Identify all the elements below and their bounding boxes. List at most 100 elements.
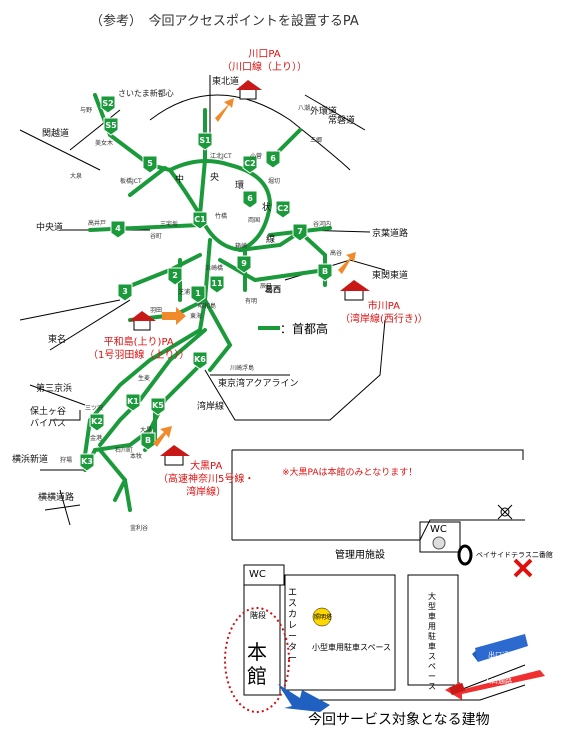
route-shield-icon [317, 263, 333, 282]
road-daisan-keihin: 第三京浜 [36, 384, 73, 394]
route-shield-icon [100, 95, 116, 114]
svg-text:川崎浮島: 川崎浮島 [230, 364, 254, 372]
route-shield-icon [209, 275, 225, 294]
road-hodogaya: 保土ヶ谷 [30, 407, 67, 417]
road-kan-kanji: 環 [235, 181, 245, 191]
svg-text:江北JCT: 江北JCT [210, 152, 232, 160]
road-jo-kanji: 状 [262, 203, 272, 213]
svg-text:八潮: 八潮 [298, 104, 310, 112]
legend-label: ：首都高 [280, 322, 329, 336]
svg-text:本牧: 本牧 [130, 452, 142, 460]
bayside-label: ベイサイドテラス二番館 [476, 551, 553, 559]
svg-text:1: 1 [195, 289, 201, 298]
road-chuo: 中央道 [36, 223, 64, 233]
arrow-icon [215, 98, 234, 122]
svg-text:生麦: 生麦 [138, 374, 150, 382]
svg-text:6: 6 [247, 194, 253, 203]
svg-text:高井戸: 高井戸 [88, 219, 106, 227]
svg-text:両国: 両国 [248, 217, 260, 224]
route-shield-icon [265, 150, 281, 169]
daikoku-note: ※大黒PAは本館のみとなります！ [282, 468, 418, 478]
svg-text:芝浦: 芝浦 [178, 288, 190, 296]
close-icon [513, 558, 533, 578]
svg-text:小菅: 小菅 [250, 152, 262, 160]
svg-text:昭和島: 昭和島 [198, 302, 216, 310]
pa-house-icon [160, 445, 190, 466]
road-tokyowan: 東京湾アクアライン [218, 379, 299, 389]
wc-label: WC [249, 569, 266, 580]
pa-sub: 湾岸線） [186, 487, 227, 498]
svg-text:4: 4 [115, 224, 121, 233]
svg-text:K5: K5 [152, 401, 164, 410]
svg-text:S5: S5 [105, 121, 117, 130]
svg-text:3: 3 [122, 287, 128, 296]
svg-text:金港: 金港 [90, 434, 102, 442]
pa-name: 市川PA [367, 301, 401, 312]
route-shield-icon [275, 200, 291, 219]
road-saitama: さいたま新都心 [118, 89, 174, 98]
pa-house-icon [129, 311, 156, 331]
wc-label: WC [430, 524, 447, 535]
route-shield-icon [79, 453, 95, 472]
svg-text:三宅坂: 三宅坂 [160, 220, 178, 228]
pa-sub: （川口線（上り）） [222, 62, 307, 73]
page-title: （参考） 今回アクセスポイントを設置するPA [90, 14, 359, 29]
admin-building-label: 管理用施設 [335, 550, 385, 561]
svg-text:11: 11 [211, 279, 223, 288]
route-shield-icon [89, 413, 105, 432]
route-shield-icon [190, 285, 206, 304]
pa-sub: （1号羽田線（上り）） [88, 350, 190, 361]
svg-text:B: B [145, 436, 151, 445]
route-shield-icon [167, 267, 183, 286]
svg-text:高谷: 高谷 [330, 249, 342, 257]
svg-text:S1: S1 [199, 136, 211, 145]
route-shield-icon [192, 351, 208, 370]
pa-house-icon [340, 280, 370, 301]
road-tomei: 東名 [48, 335, 67, 345]
svg-text:大泉: 大泉 [70, 172, 82, 180]
route-shield-icon [117, 283, 133, 302]
target-arrow-icon [278, 684, 330, 712]
exit-road-label: 出口通路 [488, 651, 516, 659]
svg-text:S2: S2 [102, 99, 113, 108]
route-shield-icon [242, 190, 258, 209]
compass-icon [497, 504, 513, 520]
svg-text:与野: 与野 [80, 106, 92, 114]
road-joban: 常磐道 [328, 116, 356, 126]
svg-text:板橋JCT: 板橋JCT [120, 177, 142, 185]
honkan-label: 本館 [247, 640, 267, 688]
arrow-icon [162, 307, 186, 325]
svg-text:辰巳: 辰巳 [260, 283, 272, 290]
stairs-label: 階段 [250, 611, 266, 620]
small-parking-label: 小型車用駐車スペース [312, 643, 392, 652]
svg-text:B: B [322, 267, 328, 276]
svg-text:箱崎: 箱崎 [235, 242, 247, 250]
pa-name: 平和島(上り)PA [103, 337, 174, 348]
pa-name: 川口PA [248, 49, 281, 60]
pa-name: 大黒PA [190, 461, 223, 472]
road-keiyo: 京葉道路 [372, 229, 409, 239]
svg-text:K1: K1 [127, 397, 139, 406]
road-sen-kanji: 線 [266, 235, 276, 245]
bottom-caption: 今回サービス対象となる建物 [308, 712, 490, 728]
svg-text:堀切: 堀切 [268, 177, 280, 185]
route-shield-icon [142, 155, 158, 174]
svg-text:K2: K2 [91, 417, 103, 426]
pa-house-icon [236, 80, 262, 100]
route-shield-icon [140, 432, 156, 451]
svg-text:有明: 有明 [245, 297, 257, 305]
svg-text:三郷: 三郷 [310, 136, 322, 144]
svg-text:6: 6 [270, 154, 276, 163]
road-yokoyokodo: 横横道路 [38, 493, 75, 503]
svg-text:東海: 東海 [190, 312, 202, 320]
svg-text:三ツ沢: 三ツ沢 [85, 404, 103, 412]
pa-label-heiwajima: 平和島(上り)PA （1号羽田線（上り）） [88, 336, 189, 362]
light-tower-label: 照明塔 [314, 614, 333, 621]
svg-text:狩場: 狩場 [60, 456, 72, 464]
pa-label-ichikawa: 市川PA （湾岸線(西行き)） [340, 300, 428, 326]
entrance-marker [457, 544, 473, 566]
svg-text:釜利谷: 釜利谷 [130, 524, 148, 532]
route-shield-icon [197, 132, 213, 151]
svg-text:C2: C2 [277, 204, 288, 213]
